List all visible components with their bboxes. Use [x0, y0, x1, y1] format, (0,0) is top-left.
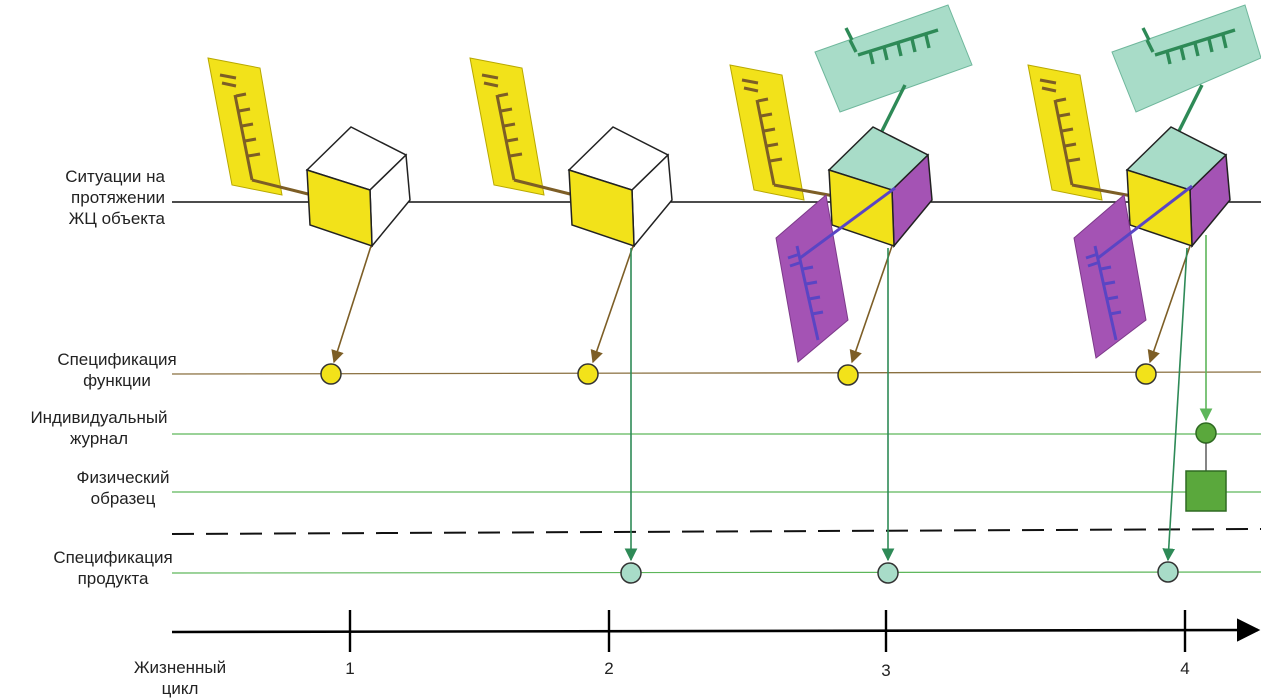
physical-sample-label-line-1: Физический: [76, 468, 170, 487]
lifecycle-cube-icon: [567, 126, 673, 248]
function-spec-line: [171, 371, 1261, 375]
lifecycle-axis-label-line-1: Жизненный: [133, 658, 227, 677]
stage-3: [729, 4, 973, 584]
axis-tick-label-3: 3: [881, 661, 891, 680]
physical-sample-label-line-2: образец: [90, 489, 156, 508]
product-spec-node: [620, 562, 642, 584]
lifecycle-cube-icon: [827, 126, 933, 248]
lifecycle-axis-label: Жизненный цикл: [85, 657, 275, 699]
teal-product-sheet-icon: [1111, 4, 1261, 113]
lifecycle-axis-label-line-2: цикл: [161, 679, 199, 698]
yellow-function-sheet-icon: [729, 64, 805, 201]
axis-tick-label-2: 2: [604, 659, 614, 678]
teal-product-sheet-icon: [814, 4, 973, 113]
physical-sample-node: [1185, 470, 1227, 512]
divider-dashed-line: [171, 528, 1261, 535]
physical-sample-label: Физический образец: [28, 467, 218, 509]
axis-tick-label-1: 1: [345, 659, 355, 678]
function-arrow: [849, 245, 893, 364]
yellow-function-sheet-icon: [469, 57, 545, 196]
function-arrow: [590, 245, 634, 364]
yellow-function-sheet-icon: [1027, 64, 1103, 201]
function-spec-node: [1135, 363, 1157, 385]
function-arrow: [1147, 245, 1191, 364]
individual-log-label-line-2: журнал: [69, 429, 129, 448]
lifecycle-axis: [171, 618, 1261, 642]
situations-label-line-1: Ситуации на: [65, 167, 165, 186]
situations-label-line-3: ЖЦ объекта: [68, 209, 165, 228]
function-spec-node: [837, 364, 859, 386]
individual-log-label: Индивидуальный журнал: [4, 407, 194, 449]
function-link: [1071, 183, 1133, 198]
function-arrow: [331, 245, 372, 364]
lifecycle-cube-icon: [1125, 126, 1231, 248]
function-spec-label: Спецификация функции: [22, 349, 212, 391]
product-spec-line: [171, 571, 1261, 574]
stage-2: [469, 57, 673, 584]
function-link: [513, 178, 575, 197]
individual-log-label-line-1: Индивидуальный: [30, 408, 168, 427]
product-spec-label-line-1: Спецификация: [53, 548, 173, 567]
product-spec-label: Спецификация продукта: [18, 547, 208, 589]
function-link: [773, 183, 835, 198]
yellow-function-sheet-icon: [207, 57, 283, 196]
stage-1: [207, 57, 411, 385]
function-spec-label-line-1: Спецификация: [57, 350, 177, 369]
individual-log-node: [1195, 422, 1217, 444]
function-spec-node: [577, 363, 599, 385]
physical-link: [799, 186, 896, 260]
product-spec-node: [1157, 561, 1179, 583]
product-spec-node: [877, 562, 899, 584]
axis-tick-label-4: 4: [1180, 659, 1190, 678]
physical-link: [1097, 184, 1193, 260]
situations-label: Ситуации на протяжении ЖЦ объекта: [0, 166, 165, 229]
product-spec-label-line-2: продукта: [77, 569, 149, 588]
lifecycle-cube-icon: [305, 126, 411, 248]
function-link: [251, 178, 313, 197]
stage-4: [1027, 4, 1261, 583]
function-spec-label-line-2: функции: [83, 371, 151, 390]
product-arrow: [1162, 247, 1188, 562]
situations-label-line-2: протяжении: [71, 188, 165, 207]
function-spec-node: [320, 363, 342, 385]
